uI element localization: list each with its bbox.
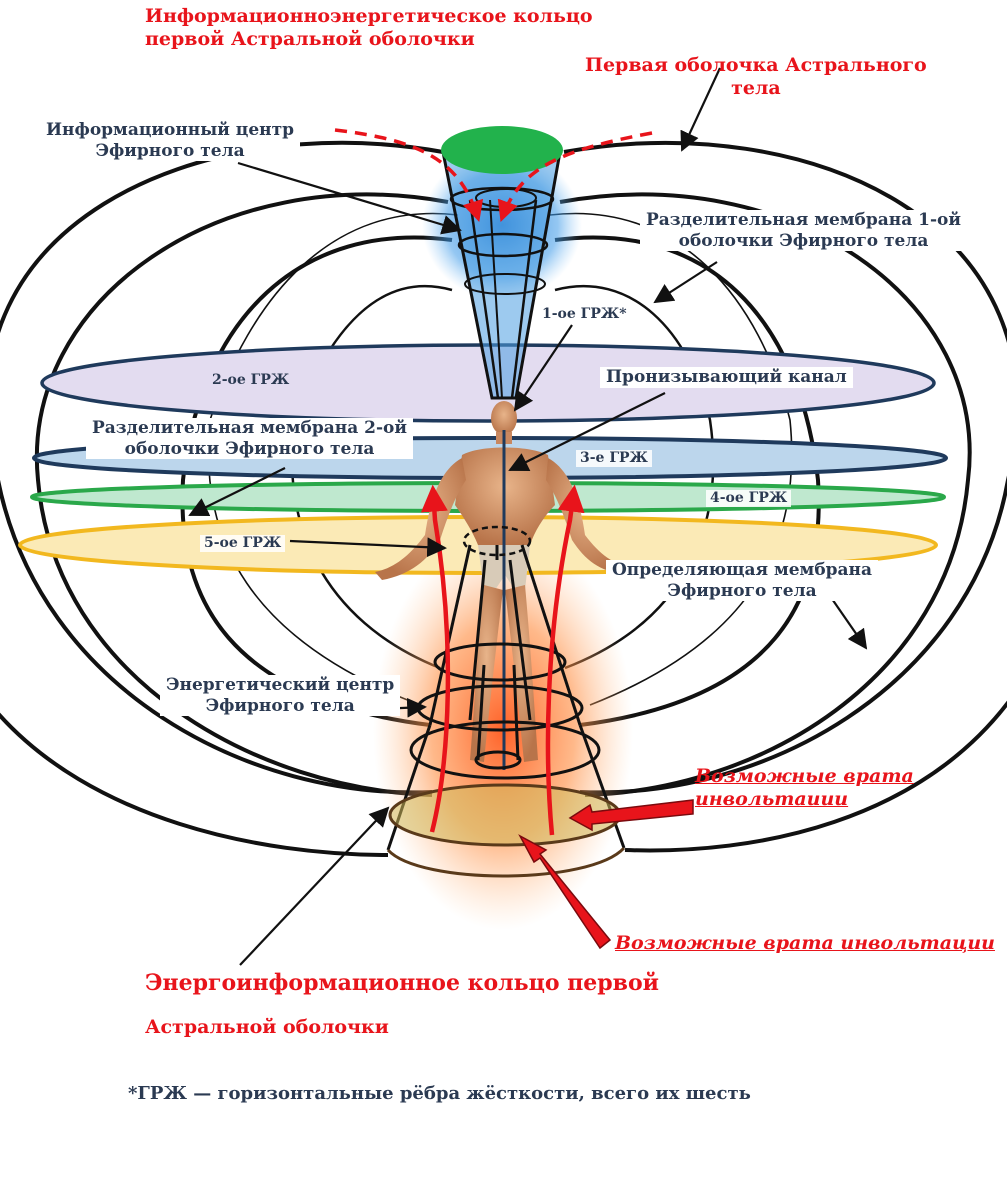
- membrane-1-left: [34, 192, 449, 797]
- energy-flow-right: [545, 484, 585, 836]
- info-center-top: [441, 126, 563, 174]
- label-membrane-2: Разделительная мембрана 2-ой оболочки Эф…: [86, 418, 413, 460]
- label-astral-shell: Первая оболочка Астрального тела: [585, 54, 927, 100]
- label-astral-ring-bottom-1: Энергоинформационное кольцо первой: [145, 970, 659, 996]
- membrane-2-right: [554, 235, 821, 727]
- astral-shell-lower-left: [0, 712, 389, 857]
- label-gate-2: Возможные врата инвольтации: [615, 932, 995, 954]
- astral-ring-dashed-right: [497, 131, 653, 222]
- astral-shell-outer-right: [563, 140, 1007, 795]
- label-astral-ring-bottom-2: Астральной оболочки: [145, 1016, 389, 1038]
- label-piercing-channel: Пронизывающий канал: [600, 367, 853, 388]
- astral-shell-lower-right: [624, 700, 1007, 853]
- funnel-rib: [489, 199, 503, 399]
- energy-center-ring-lg: [409, 720, 601, 780]
- gate-arrow-2: [518, 834, 612, 950]
- label-grzh-2: 2-ое ГРЖ: [212, 372, 290, 388]
- label-membrane-1: Разделительная мембрана 1-ой оболочки Эф…: [640, 210, 967, 252]
- label-grzh-1: 1-ое ГРЖ*: [538, 306, 631, 324]
- label-astral-ring-top: Информационноэнергетическое кольцо перво…: [145, 5, 593, 51]
- astral-ring-dashed-left: [334, 128, 484, 223]
- label-gate-1: Возможные врата инвольтаиии: [695, 765, 914, 811]
- label-grzh-5: 5-ое ГРЖ: [200, 535, 286, 553]
- label-energy-center: Энергетический центр Эфирного тела: [160, 675, 401, 717]
- footnote: *ГРЖ — горизонтальные рёбра жёсткости, в…: [128, 1083, 751, 1104]
- label-defining-membrane: Определяющая мембрана Эфирного тела: [606, 560, 879, 602]
- funnel-rib: [510, 199, 538, 399]
- funnel-rib: [468, 199, 500, 399]
- defining-membrane-right: [554, 284, 715, 670]
- label-grzh-4: 4-ое ГРЖ: [706, 490, 792, 508]
- label-info-center: Информационный центр Эфирного тела: [40, 120, 301, 162]
- info-center-ring-3: [457, 232, 549, 258]
- label-grzh-3: 3-е ГРЖ: [576, 450, 652, 468]
- grzh-5-body-ring: [462, 525, 532, 557]
- gate-arrow-1: [568, 799, 694, 832]
- energy-center-base-rim: [386, 846, 626, 878]
- info-center-ring-4: [464, 273, 546, 295]
